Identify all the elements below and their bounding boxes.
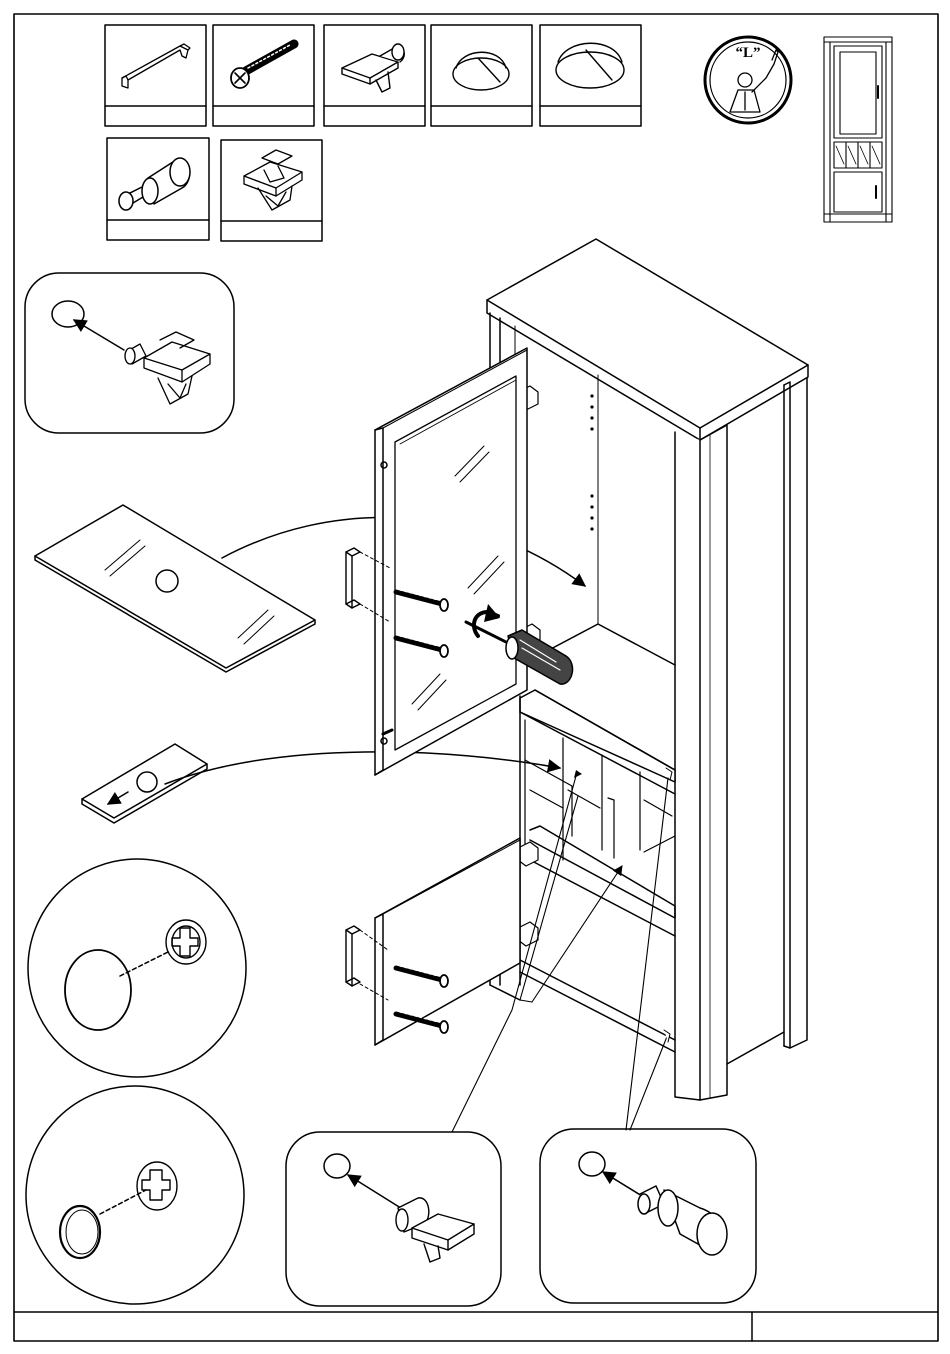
bumper-large-icon	[556, 43, 624, 88]
arrow-small-shelf	[165, 752, 560, 784]
part-box-bracket	[324, 25, 425, 126]
detail-pin-insertion	[540, 1129, 756, 1303]
small-shelf	[82, 744, 207, 823]
glass-shelf-clip-icon	[244, 150, 302, 210]
shelf-pin-icon	[119, 158, 190, 210]
bumper-icon	[65, 950, 131, 1030]
part-box-clip	[221, 140, 322, 241]
detail-bracket-insertion	[286, 1132, 501, 1306]
bumper-small-icon	[453, 52, 509, 90]
hole-icon-3	[579, 1152, 605, 1176]
cross-hole-icon-2	[137, 1162, 177, 1210]
upper-glass-door	[375, 348, 527, 775]
shelf-pin-holes	[590, 394, 593, 530]
cabinet-thumbnail	[824, 37, 892, 222]
left-side-badge: “L”	[705, 37, 791, 123]
badge-label: “L”	[735, 45, 760, 61]
detail-bumper-1	[28, 859, 246, 1077]
cross-hole-icon	[166, 920, 206, 964]
part-box-screw	[213, 25, 314, 126]
part-box-pin	[107, 138, 209, 240]
bracket-icon	[396, 1198, 474, 1262]
footer-bar	[14, 1312, 938, 1341]
part-box-bumper-large	[540, 25, 641, 126]
detail-clip-insertion	[25, 273, 234, 433]
glass-shelf	[35, 505, 315, 672]
clip-icon	[125, 332, 210, 404]
screw-icon	[231, 44, 294, 88]
part-box-handle	[105, 25, 206, 126]
part-box-bumper-small	[431, 25, 532, 126]
pin-icon	[638, 1186, 727, 1255]
handle-icon	[122, 44, 190, 88]
hole-icon-2	[324, 1154, 350, 1178]
shelf-support-bracket-icon	[342, 44, 404, 92]
detail-bumper-2	[26, 1086, 244, 1304]
